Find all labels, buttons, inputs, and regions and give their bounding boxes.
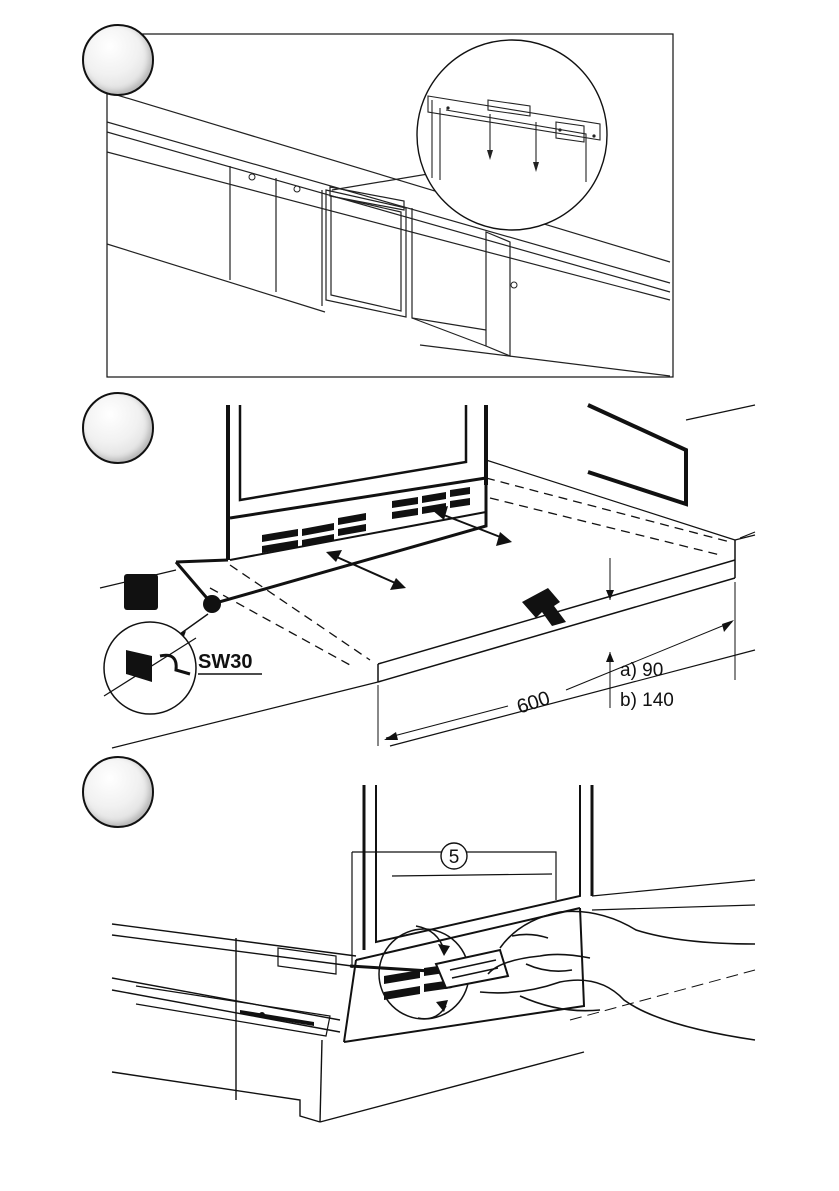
hand-with-screwdriver (480, 911, 755, 1040)
height-option-b-label: b) 140 (620, 690, 674, 711)
step-1-badge (82, 24, 154, 96)
step-2-badge (82, 392, 154, 464)
step-3-badge (82, 756, 154, 828)
mounting-bracket-detail (332, 40, 607, 230)
callout-number: 5 (449, 847, 460, 868)
depth-dimension-label: 600 (514, 687, 553, 718)
adjustable-foot-detail (104, 614, 208, 714)
height-option-a-label: a) 90 (620, 660, 663, 681)
wrench-size-label: SW30 (198, 651, 252, 673)
